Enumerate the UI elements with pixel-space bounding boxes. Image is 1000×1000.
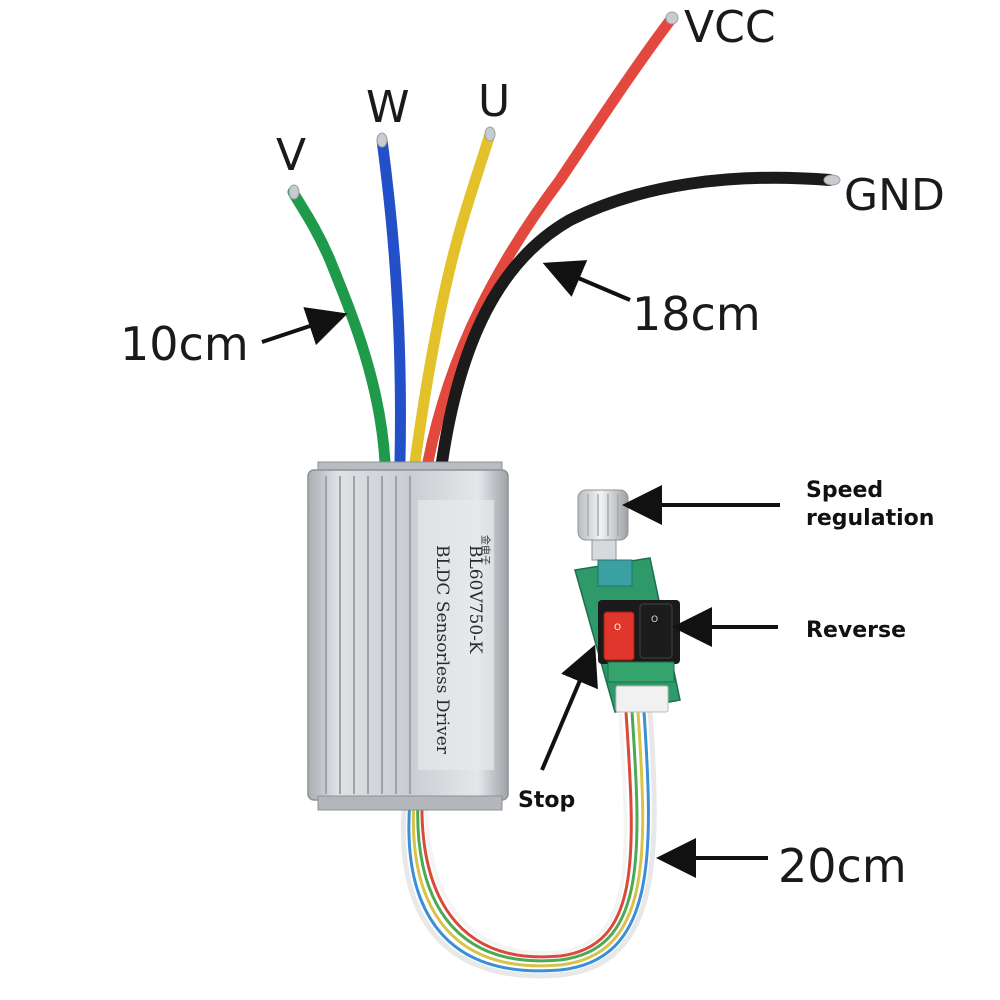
label-v: V (276, 130, 306, 181)
potentiometer-body (597, 559, 633, 587)
control-wire (407, 710, 650, 973)
wire-tip-u (484, 126, 496, 142)
reverse-switch-mark: O (651, 615, 658, 625)
label-speed-line2: regulation (806, 506, 934, 531)
driver-case: BL60V750-K BLDC Sensorless Driver 金电子 (307, 461, 509, 811)
case-description-text: BLDC Sensorless Driver (432, 545, 452, 755)
control-wire (420, 710, 633, 959)
annotation-labels: V W U VCC GND 10cm 18cm 20cm Speed regul… (120, 2, 945, 893)
annotation-arrows (261, 260, 780, 878)
wire-tip-gnd (823, 174, 841, 186)
label-u: U (478, 76, 510, 127)
arrow-stop (540, 644, 598, 771)
case-model-text: BL60V750-K (465, 545, 485, 654)
label-reverse: Reverse (806, 618, 906, 643)
knob-cap (577, 489, 629, 541)
label-18cm: 18cm (632, 287, 761, 341)
label-stop: Stop (518, 788, 575, 813)
wire-w (376, 134, 406, 468)
wire-tip-v (288, 184, 300, 200)
wire-harness (287, 12, 836, 468)
label-20cm: 20cm (778, 839, 907, 893)
label-w: W (366, 82, 410, 133)
arrow-10cm (261, 307, 348, 346)
wire-tip-w (376, 132, 388, 148)
cable-connector (615, 685, 669, 713)
control-wire (400, 707, 657, 979)
case-label-area (418, 500, 494, 770)
reverse-switch[interactable] (639, 603, 673, 659)
control-wire (424, 710, 628, 955)
knob-shaft (591, 539, 617, 561)
speed-control-module: O O (574, 489, 681, 713)
control-wire (416, 710, 639, 963)
wire-v (287, 186, 391, 468)
wire-vcc (422, 12, 678, 468)
wire-gnd (436, 171, 836, 468)
label-10cm: 10cm (120, 317, 249, 371)
control-wire (411, 710, 645, 968)
case-maker-mark: 金电子 (479, 535, 492, 565)
wire-tip-vcc (665, 11, 679, 25)
label-vcc: VCC (684, 2, 776, 53)
terminal-block (607, 661, 675, 683)
stop-switch-mark: O (614, 623, 621, 633)
wire-u (409, 128, 496, 468)
wire-tips (288, 11, 841, 200)
label-speed-line1: Speed (806, 478, 883, 503)
control-cable-bundle (400, 707, 657, 979)
case-bottom-flange (317, 795, 503, 811)
case-fins (325, 476, 411, 794)
stop-switch[interactable] (603, 611, 635, 661)
arrow-18cm (542, 260, 631, 302)
label-gnd: GND (844, 170, 945, 221)
